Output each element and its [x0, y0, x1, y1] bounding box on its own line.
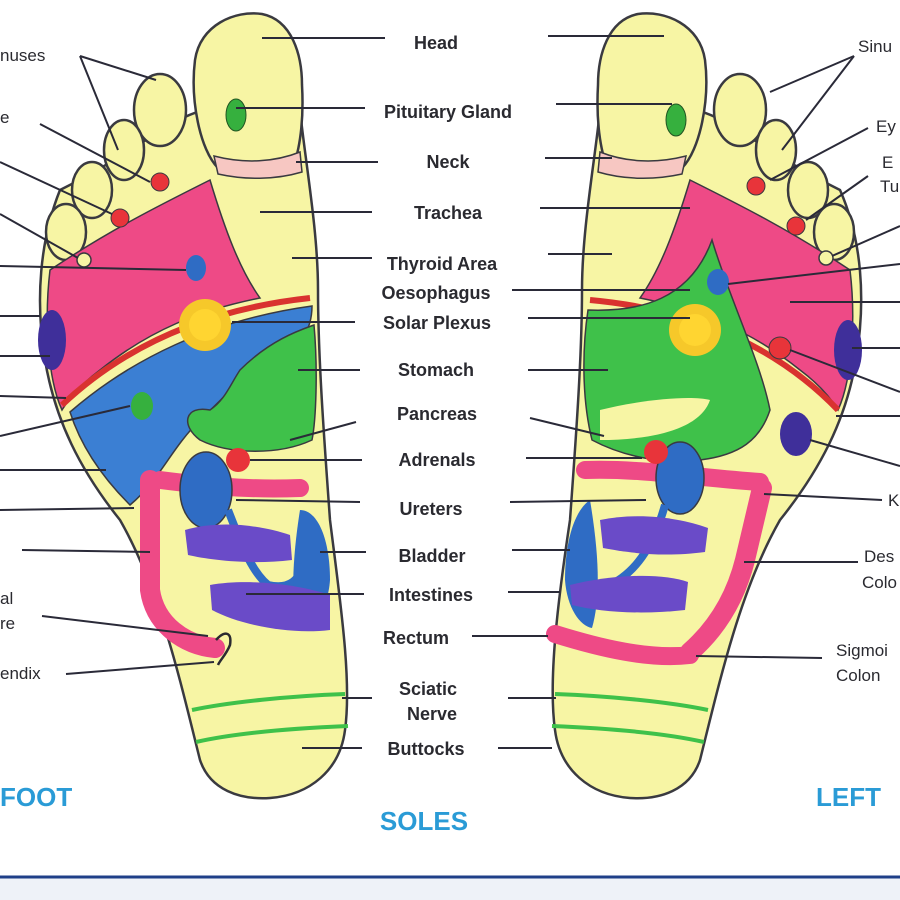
label-edge-appendix: endix	[0, 664, 41, 683]
right-kidney	[179, 451, 233, 529]
left-spleen-dot	[780, 412, 812, 456]
left-toe-yellow-dot	[818, 250, 834, 266]
left-big-toe	[596, 12, 708, 177]
label-edge-ears-2: Tu	[880, 177, 899, 196]
label-edge-ears-1: E	[882, 153, 893, 172]
label-edge-ileocecal-2: re	[0, 614, 15, 633]
right-toe-yellow-dot	[76, 252, 92, 268]
right-shoulder-oval	[38, 310, 66, 370]
label-edge-sigmoid-1: Sigmoi	[836, 641, 888, 660]
label-sciatic: Sciatic	[399, 679, 457, 699]
left-descending-colon	[680, 478, 772, 662]
right-edge-labels: Sinu Ey E Tu K Des Colo Sigmoi Colon	[836, 37, 900, 685]
bottom-border	[0, 876, 900, 900]
label-pancreas: Pancreas	[397, 404, 477, 424]
label-edge-sigmoid-2: Colon	[836, 666, 880, 685]
label-head: Head	[414, 33, 458, 53]
label-edge-kidney: K	[888, 491, 900, 510]
leader-lines	[0, 35, 900, 749]
left-toe-2	[712, 72, 768, 148]
right-appendix	[215, 632, 232, 666]
right-pituitary-dot	[225, 98, 247, 132]
label-edge-eyes: e	[0, 108, 9, 127]
right-big-toe	[192, 12, 304, 177]
left-toe-3	[754, 118, 798, 182]
right-eye-dot	[150, 172, 170, 192]
right-diaphragm-line	[59, 295, 311, 408]
left-pituitary-dot	[665, 103, 687, 137]
label-thyroid: Thyroid Area	[387, 254, 498, 274]
right-ascending-colon	[140, 470, 225, 658]
right-gallbladder-dot	[131, 392, 153, 420]
label-pituitary: Pituitary Gland	[384, 102, 512, 122]
center-labels: Head Pituitary Gland Neck Trachea Thyroi…	[381, 33, 512, 759]
label-edge-ileocecal-1: al	[0, 589, 13, 608]
right-ear-dot	[110, 208, 130, 228]
label-rectum: Rectum	[383, 628, 449, 648]
label-ureters: Ureters	[399, 499, 462, 519]
label-edge-sinu: Sinu	[858, 37, 892, 56]
right-intestine-1	[185, 524, 292, 563]
label-edge-sinuses: nuses	[0, 46, 45, 65]
left-foot	[546, 12, 863, 800]
right-solar-plexus	[179, 299, 231, 351]
right-toe-4	[70, 160, 114, 220]
label-edge-descending-2: Colo	[862, 573, 897, 592]
right-stomach-zone	[186, 323, 317, 452]
left-thyroid-dot	[707, 269, 729, 295]
title-left-foot: LEFT	[816, 782, 881, 812]
left-solar-plexus	[669, 304, 721, 356]
right-adrenal	[226, 448, 250, 472]
left-edge-labels: nuses e al re endix	[0, 46, 45, 683]
left-neck-band	[597, 150, 687, 179]
right-toe-3	[102, 118, 146, 182]
left-heart-dot	[768, 336, 792, 360]
left-sigmoid-colon	[546, 625, 699, 666]
left-adrenal	[644, 440, 668, 464]
right-sciatic-line	[191, 692, 346, 712]
label-bladder: Bladder	[398, 546, 465, 566]
left-buttocks-line	[551, 724, 705, 744]
right-neck-band	[213, 150, 303, 179]
label-intestines: Intestines	[389, 585, 473, 605]
title-right-foot: FOOT	[0, 782, 72, 812]
label-oesophagus: Oesophagus	[381, 283, 490, 303]
label-trachea: Trachea	[414, 203, 483, 223]
label-buttocks: Buttocks	[387, 739, 464, 759]
label-neck: Neck	[426, 152, 470, 172]
left-stomach-inner	[600, 398, 710, 440]
right-toe-2	[132, 72, 188, 148]
label-edge-descending-1: Des	[864, 547, 894, 566]
title-soles: SOLES	[380, 806, 468, 836]
footer-titles: FOOT SOLES LEFT	[0, 782, 881, 836]
left-sciatic-line	[554, 692, 709, 712]
left-intestine-2	[570, 575, 688, 613]
label-solar-plexus: Solar Plexus	[383, 313, 491, 333]
label-stomach: Stomach	[398, 360, 474, 380]
label-adrenals: Adrenals	[398, 450, 475, 470]
right-thyroid-dot	[186, 255, 206, 281]
left-intestine-1	[600, 516, 708, 555]
left-eye-dot	[746, 176, 766, 196]
left-kidney	[655, 441, 705, 515]
label-nerve: Nerve	[407, 704, 457, 724]
right-buttocks-line	[195, 724, 349, 744]
right-foot	[38, 12, 349, 800]
label-edge-ey: Ey	[876, 117, 896, 136]
left-shoulder-oval	[834, 320, 862, 380]
left-ear-dot	[786, 216, 806, 236]
